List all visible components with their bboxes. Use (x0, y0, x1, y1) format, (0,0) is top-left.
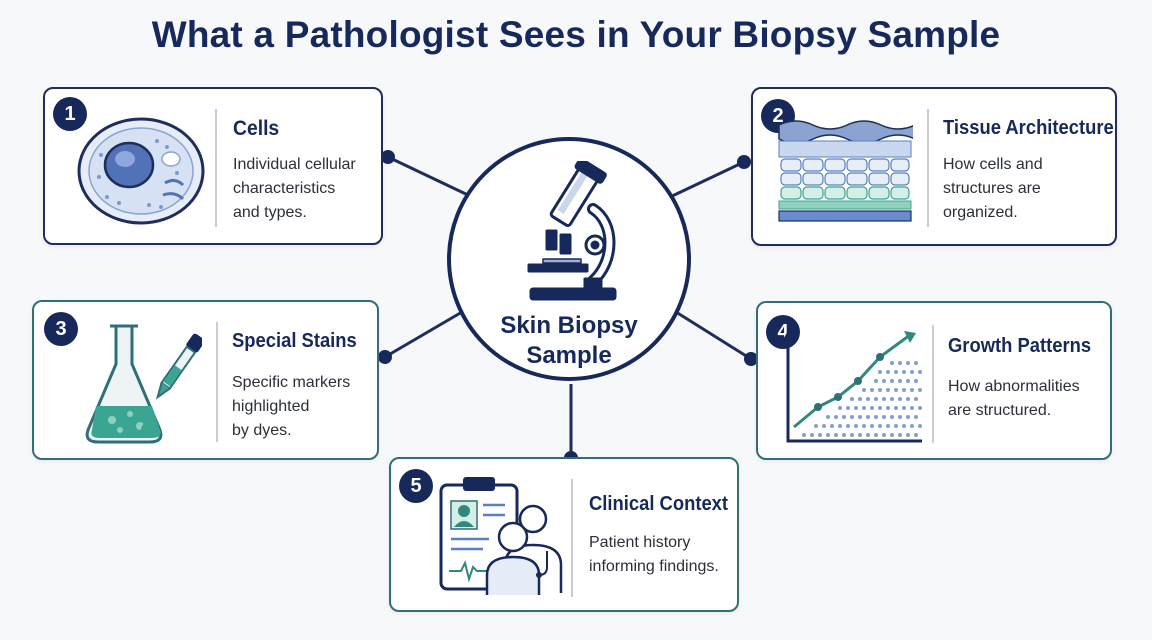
card-description-line: organized. (943, 204, 1018, 221)
divider (571, 479, 573, 597)
tissue-layers-icon (777, 119, 916, 234)
badge-number: 1 (53, 97, 87, 131)
card-description-line: characteristics (233, 180, 336, 197)
card-title: Growth Patterns (948, 335, 1092, 357)
card-description-line: Individual cellular (233, 156, 356, 173)
divider (927, 109, 929, 227)
hub-circle: Skin Biopsy Sample (447, 137, 691, 381)
card-title: Special Stains (232, 330, 357, 352)
clipboard-patient-icon (433, 471, 563, 604)
card-description-line: highlighted (232, 398, 310, 415)
hub-label-line-2: Sample (526, 342, 612, 369)
badge-number: 3 (44, 312, 78, 346)
cell-icon (73, 111, 209, 234)
card-description-line: How abnormalities (948, 378, 1080, 395)
card-description-line: structures are (943, 180, 1041, 197)
card-description: How cells and structures are organized. (943, 153, 1043, 225)
card-title: Clinical Context (589, 493, 729, 515)
divider (932, 325, 934, 443)
card-title: Tissue Architecture (943, 117, 1114, 139)
card-special-stains: 3 Special Stains Specific markers highli… (32, 300, 379, 460)
divider (215, 109, 217, 227)
page-title: What a Pathologist Sees in Your Biopsy S… (151, 14, 1001, 55)
hub-label-line-1: Skin Biopsy (500, 312, 638, 339)
card-description-line: are structured. (948, 402, 1052, 419)
card-title: Cells (233, 117, 280, 140)
hub-label: Skin Biopsy Sample (451, 311, 687, 371)
flask-dropper-icon (82, 322, 205, 453)
card-description: Individual cellular characteristics and … (233, 153, 356, 225)
card-description-line: by dyes. (232, 422, 292, 439)
divider (216, 322, 218, 442)
card-description-line: and types. (233, 204, 307, 221)
microscope-icon (523, 157, 623, 316)
growth-chart-icon (780, 327, 926, 454)
card-clinical-context: 5 Clinical Context Patient history infor… (389, 457, 739, 612)
badge-number: 5 (399, 469, 433, 503)
badge-number: 4 (766, 315, 800, 349)
card-cells: 1 Cells Individual cellular characterist… (43, 87, 383, 245)
card-description-line: How cells and (943, 156, 1043, 173)
card-description-line: Patient history (589, 534, 691, 551)
card-description: How abnormalities are structured. (948, 375, 1080, 423)
card-description-line: informing findings. (589, 558, 719, 575)
card-description: Patient history informing findings. (589, 531, 719, 579)
card-growth-patterns: 4 Growth Patterns How abnormalities are … (756, 301, 1112, 460)
card-description-line: Specific markers (232, 374, 351, 391)
card-tissue-architecture: 2 Tissue Architecture How cells and stru… (751, 87, 1117, 246)
card-description: Specific markers highlighted by dyes. (232, 371, 350, 443)
